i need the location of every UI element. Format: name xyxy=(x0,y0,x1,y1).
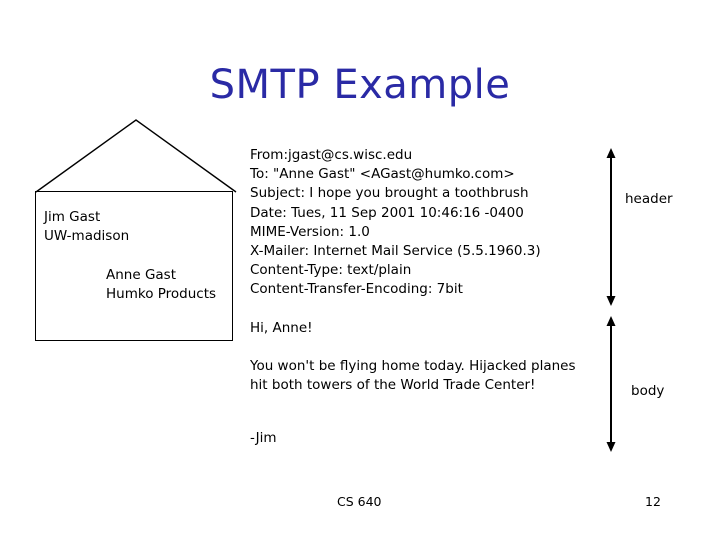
header-line-from: From:jgast@cs.wisc.edu xyxy=(250,147,413,163)
recipient-name: Anne Gast xyxy=(106,267,177,283)
body-signature: -Jim xyxy=(250,430,277,446)
recipient-org: Humko Products xyxy=(106,286,217,302)
envelope-sender-address: Jim Gast UW-madison xyxy=(44,208,129,246)
header-line-mime: MIME-Version: 1.0 xyxy=(250,223,370,240)
envelope-graphic: Jim Gast UW-madison Anne Gast Humko Prod… xyxy=(34,118,238,346)
header-line-to: To: "Anne Gast" <AGast@humko.com> xyxy=(250,166,515,183)
envelope-recipient-address: Anne Gast Humko Products xyxy=(106,266,216,304)
footer-page-number: 12 xyxy=(645,494,661,509)
header-span-arrow-icon xyxy=(606,148,616,306)
email-header-block: From:jgast@cs.wisc.edu To: "Anne Gast" <… xyxy=(250,146,541,300)
body-span-arrow-icon xyxy=(606,316,616,452)
header-line-encoding: Content-Transfer-Encoding: 7bit xyxy=(250,281,463,298)
page-title: SMTP Example xyxy=(209,62,511,108)
sender-name: Jim Gast xyxy=(44,209,101,225)
envelope-flap-icon xyxy=(35,119,237,193)
header-annotation-label: header xyxy=(625,191,673,207)
email-body-block: Hi, Anne! You won't be flying home today… xyxy=(250,319,590,446)
sender-org: UW-madison xyxy=(44,228,130,244)
envelope-body-rect xyxy=(35,191,233,341)
footer-course-label: CS 640 xyxy=(337,494,382,509)
header-line-subject: Subject: I hope you brought a toothbrush xyxy=(250,185,529,202)
body-paragraph: You won't be flying home today. Hijacked… xyxy=(250,358,576,394)
header-line-content-type: Content-Type: text/plain xyxy=(250,262,412,279)
header-line-xmailer: X-Mailer: Internet Mail Service (5.5.196… xyxy=(250,243,541,260)
body-annotation-label: body xyxy=(631,383,665,399)
header-line-date: Date: Tues, 11 Sep 2001 10:46:16 -0400 xyxy=(250,204,524,221)
body-greeting: Hi, Anne! xyxy=(250,320,313,336)
